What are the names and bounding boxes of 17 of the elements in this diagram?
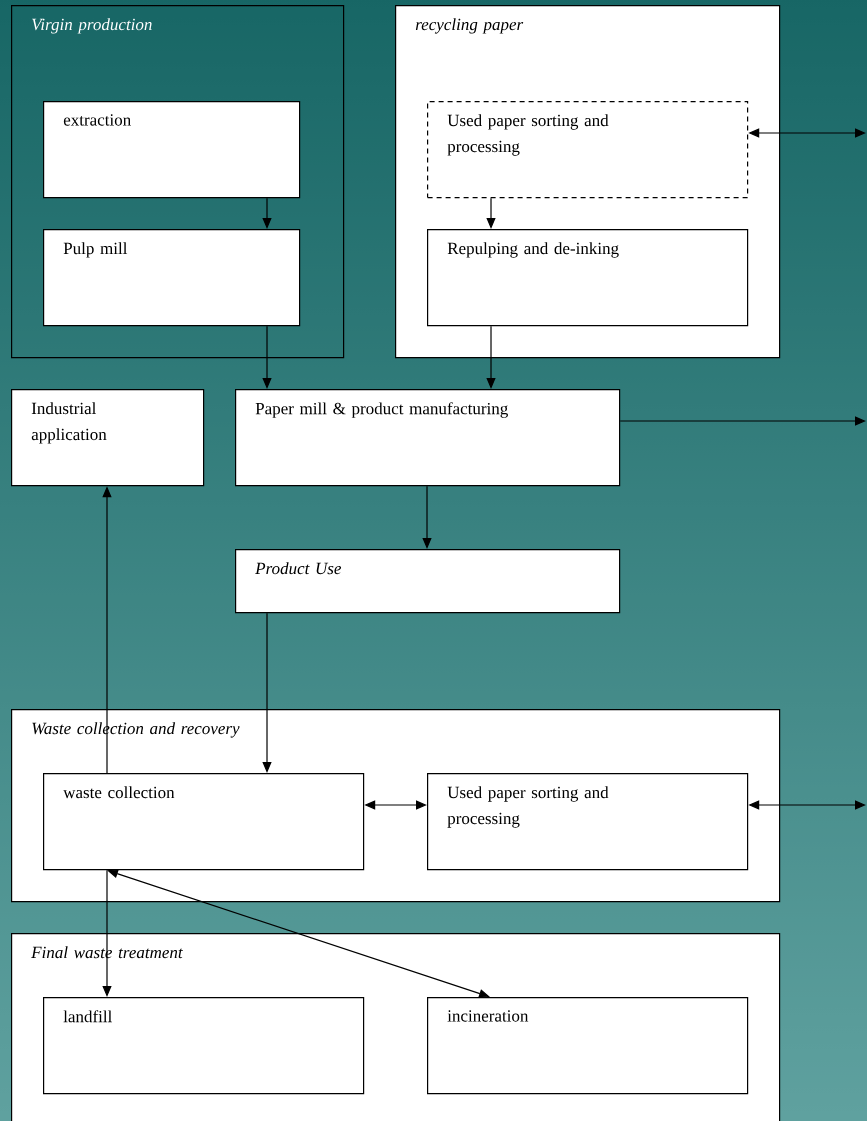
process-box: Pulp mill bbox=[43, 229, 301, 327]
process-box: landfill bbox=[43, 997, 365, 1095]
process-box: Paper mill & product manufacturing bbox=[235, 389, 621, 487]
process-box: Product Use bbox=[235, 549, 621, 614]
arrow bbox=[107, 869, 490, 998]
process-box: Repulping and de-inking bbox=[427, 229, 749, 327]
arrow bbox=[486, 325, 496, 389]
dashed-process-box: Used paper sorting and processing bbox=[427, 101, 749, 199]
arrow bbox=[262, 325, 272, 389]
arrow bbox=[102, 869, 112, 997]
process-box: incineration bbox=[427, 997, 749, 1095]
process-box: Industrial application bbox=[11, 389, 205, 487]
process-box: extraction bbox=[43, 101, 301, 199]
process-box: waste collection bbox=[43, 773, 365, 871]
process-box: Used paper sorting and processing bbox=[427, 773, 749, 871]
arrow bbox=[262, 612, 272, 773]
arrow bbox=[619, 416, 866, 426]
